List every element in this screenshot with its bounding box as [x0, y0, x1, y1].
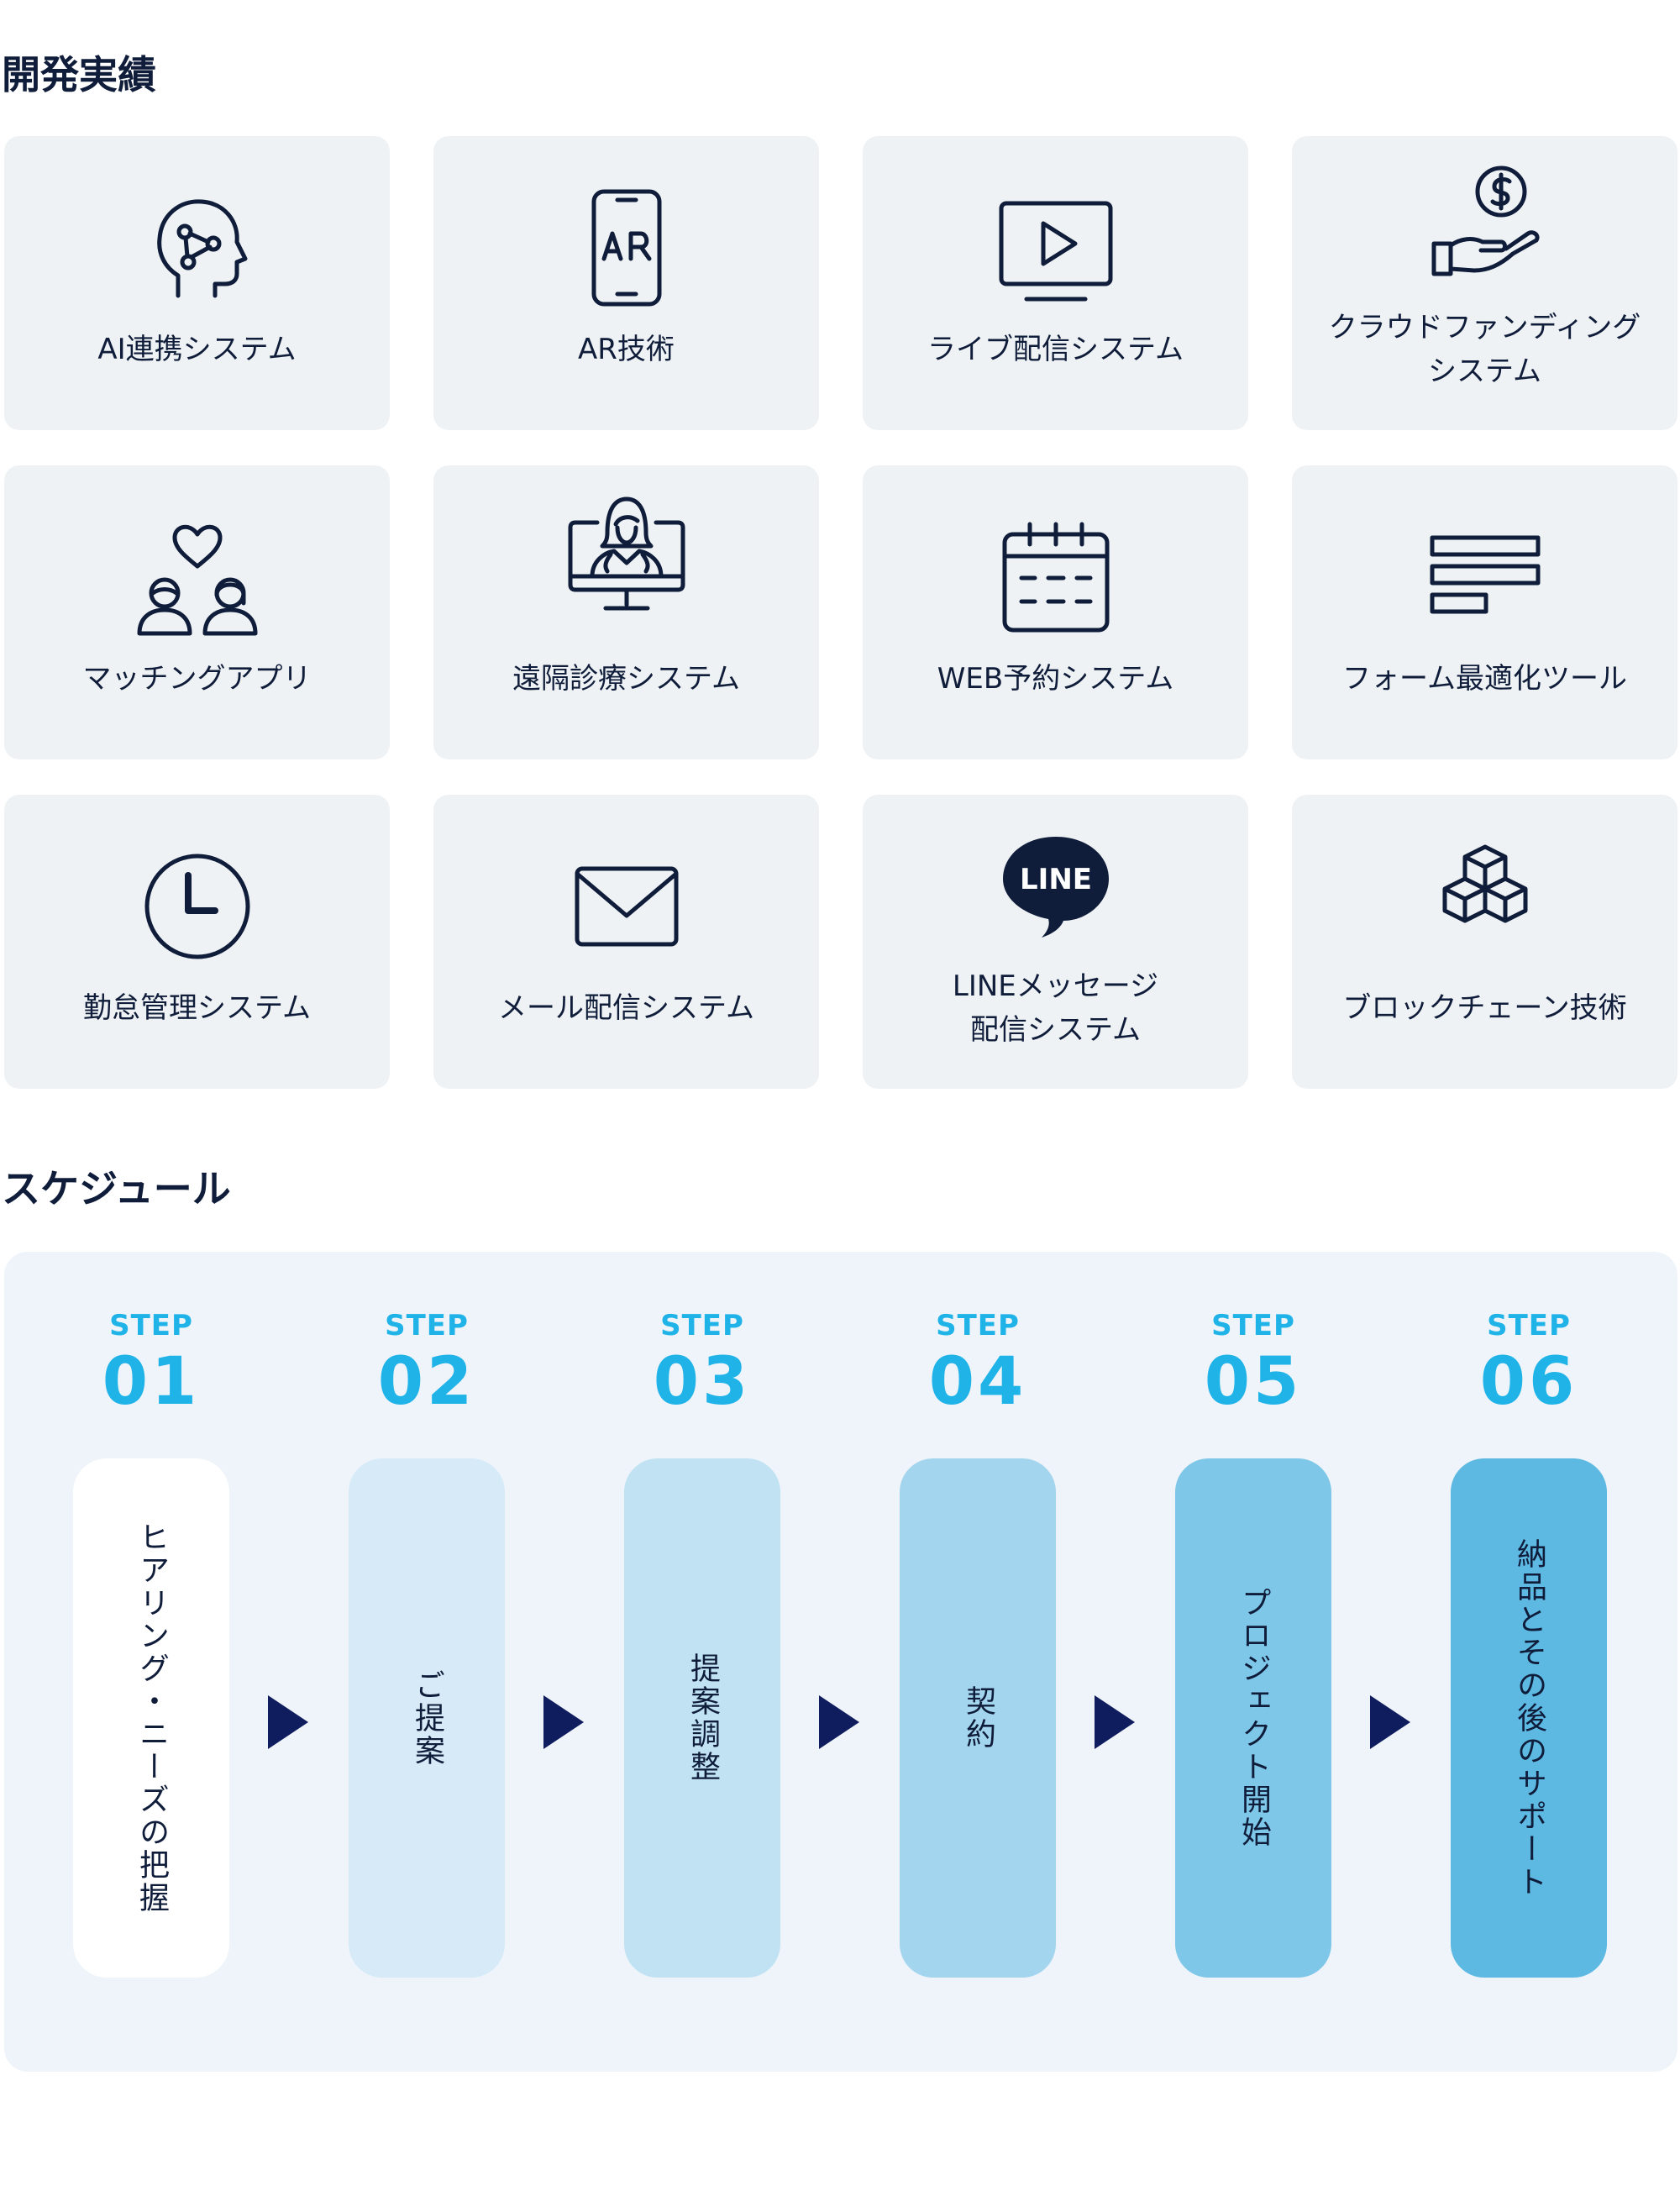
live-video-icon [993, 185, 1119, 311]
work-label: クラウドファンディング システム [1328, 311, 1641, 388]
mail-icon [564, 843, 690, 969]
step-arrow-icon [1095, 1695, 1135, 1749]
form-bars-icon [1422, 514, 1548, 640]
step-label: STEP [109, 1309, 193, 1342]
work-card-matching[interactable]: マッチングアプリ [4, 465, 390, 759]
work-label: メール配信システム [498, 991, 754, 1025]
work-label: 遠隔診療システム [512, 662, 740, 696]
work-label: AR技術 [578, 333, 675, 366]
work-card-crowdfunding[interactable]: クラウドファンディング システム [1292, 136, 1677, 430]
step-card: ヒアリング・ニーズの把握 [73, 1458, 229, 1978]
work-label: ブロックチェーン技術 [1342, 991, 1627, 1025]
step-label: STEP [936, 1309, 1020, 1342]
doctor-monitor-icon [564, 491, 690, 617]
work-label: ライブ配信システム [927, 333, 1184, 366]
work-card-attendance[interactable]: 勤怠管理システム [4, 795, 390, 1089]
work-label: 勤怠管理システム [83, 991, 311, 1025]
blockchain-cubes-icon [1422, 837, 1548, 963]
work-label: フォーム最適化ツール [1342, 662, 1627, 696]
works-title: 開発実績 [2, 52, 156, 97]
calendar-icon [993, 514, 1119, 640]
line-logo-text: LINE [1020, 863, 1092, 896]
schedule-panel: STEP 01 ヒアリング・ニーズの把握 STEP 02 ご提案 STEP 03… [4, 1252, 1677, 2072]
step-label: STEP [660, 1309, 744, 1342]
step-number: 05 [1204, 1344, 1303, 1420]
step-card: 提案調整 [624, 1458, 780, 1978]
works-grid: AI連携システム AR技術 ライブ配信システム [4, 136, 1677, 1089]
step-card: プロジェクト開始 [1175, 1458, 1331, 1978]
work-card-ar[interactable]: AR技術 [433, 136, 819, 430]
work-card-web-reservation[interactable]: WEB予約システム [863, 465, 1248, 759]
work-label: LINEメッセージ 配信システム [952, 969, 1159, 1047]
step-number: 06 [1479, 1344, 1578, 1420]
step-label: STEP [1487, 1309, 1571, 1342]
step-label: STEP [1211, 1309, 1295, 1342]
step-arrow-icon [268, 1695, 308, 1749]
step-arrow-icon [543, 1695, 584, 1749]
step-number: 02 [377, 1344, 476, 1420]
step-number: 03 [653, 1344, 752, 1420]
step-card: 納品とその後のサポート [1451, 1458, 1607, 1978]
step-arrow-icon [1370, 1695, 1410, 1749]
ai-head-icon [134, 185, 260, 311]
work-card-form-optimization[interactable]: フォーム最適化ツール [1292, 465, 1677, 759]
step-text: ヒアリング・ニーズの把握 [134, 1521, 169, 1915]
work-card-live[interactable]: ライブ配信システム [863, 136, 1248, 430]
step-text: ご提案 [410, 1668, 444, 1768]
step-label: STEP [385, 1309, 469, 1342]
step-arrow-icon [819, 1695, 859, 1749]
step-text: プロジェクト開始 [1236, 1587, 1271, 1849]
step-card: ご提案 [349, 1458, 505, 1978]
work-label: WEB予約システム [937, 662, 1174, 696]
work-card-blockchain[interactable]: ブロックチェーン技術 [1292, 795, 1677, 1089]
step-card: 契約 [900, 1458, 1056, 1978]
line-bubble-icon: LINE [993, 828, 1119, 954]
work-card-line[interactable]: LINE LINEメッセージ 配信システム [863, 795, 1248, 1089]
work-label: AI連携システム [97, 333, 297, 366]
work-label: マッチングアプリ [82, 662, 312, 696]
clock-icon [134, 843, 260, 969]
step-text: 契約 [961, 1685, 995, 1751]
work-card-mail[interactable]: メール配信システム [433, 795, 819, 1089]
step-text: 提案調整 [685, 1652, 720, 1784]
schedule-title: スケジュール [2, 1166, 231, 1211]
work-card-telemedicine[interactable]: 遠隔診療システム [433, 465, 819, 759]
ar-phone-icon [564, 185, 690, 311]
step-number: 04 [928, 1344, 1027, 1420]
work-card-ai[interactable]: AI連携システム [4, 136, 390, 430]
hand-coin-icon [1422, 161, 1548, 287]
matching-hearts-icon [134, 514, 260, 640]
step-text: 納品とその後のサポート [1512, 1537, 1546, 1899]
step-number: 01 [102, 1344, 201, 1420]
